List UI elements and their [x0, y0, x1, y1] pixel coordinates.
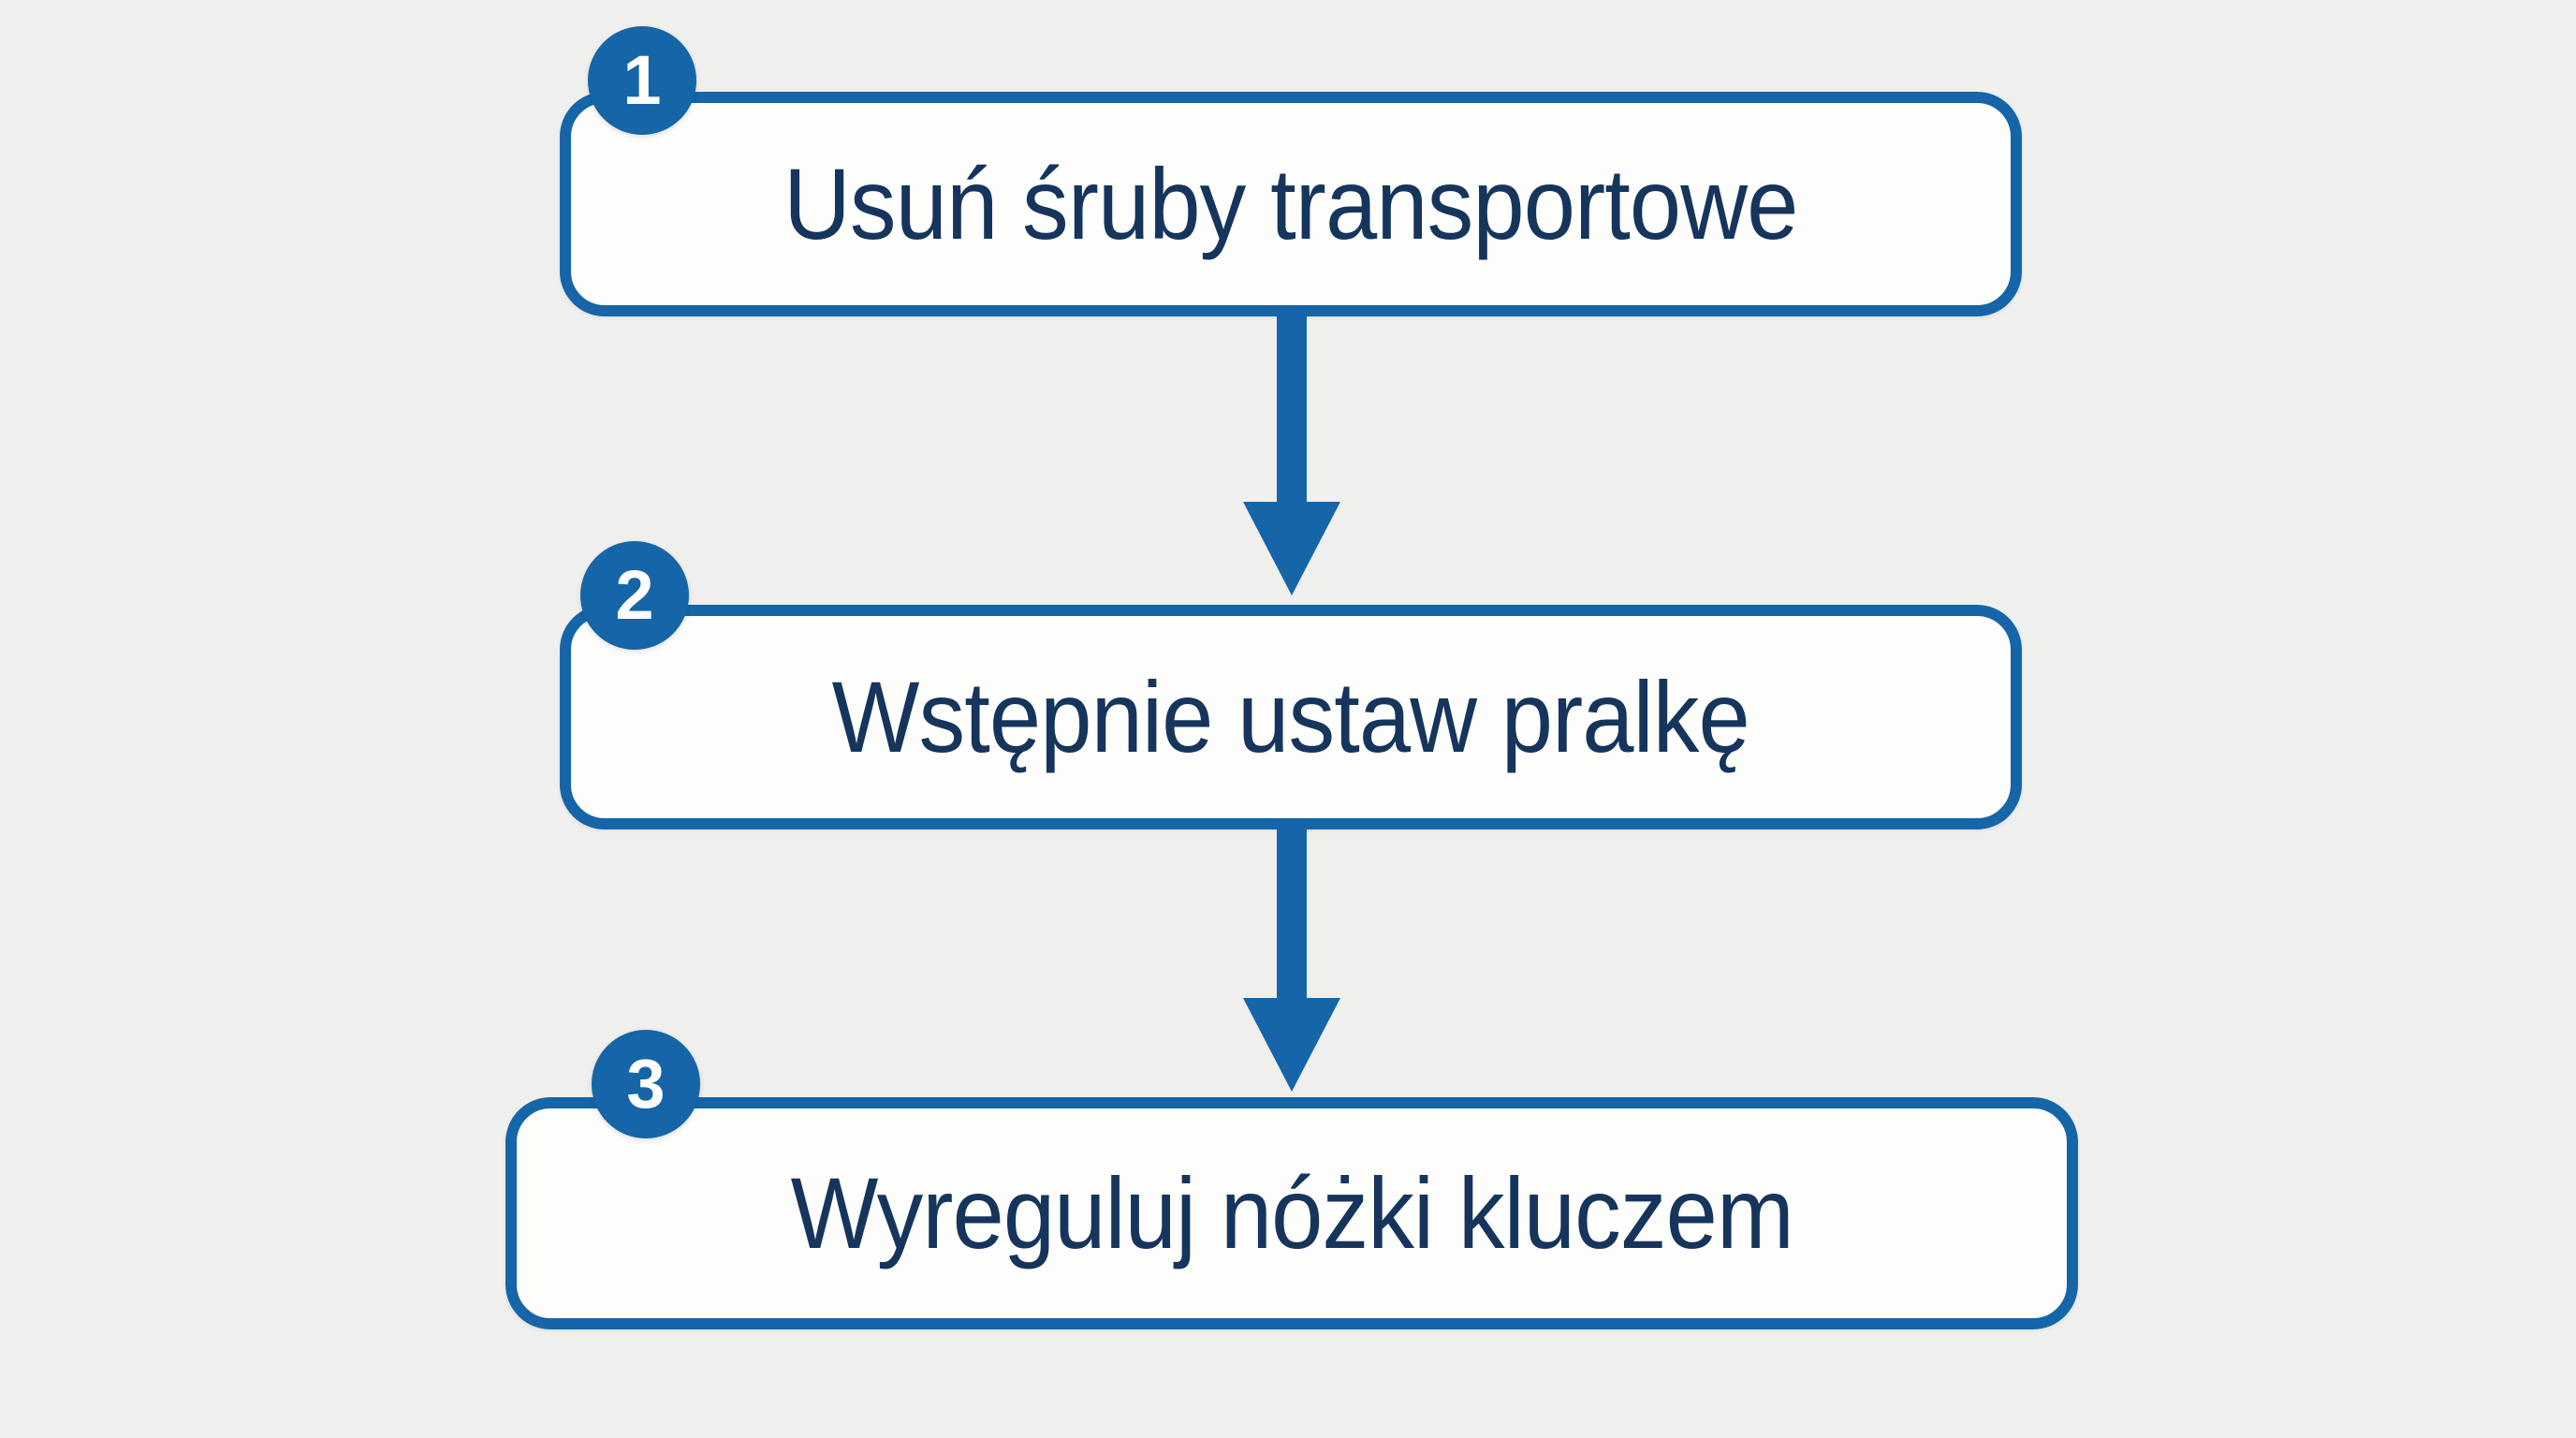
- step-badge-1: 1: [588, 26, 696, 135]
- step-number-2: 2: [615, 556, 654, 634]
- step-label-1: Usuń śruby transportowe: [783, 147, 1798, 260]
- step-box-1[interactable]: Usuń śruby transportowe: [560, 92, 2022, 316]
- step-number-3: 3: [626, 1045, 666, 1123]
- step-label-2: Wstępnie ustaw pralkę: [831, 660, 1750, 773]
- arrow-down-icon-2: [1236, 828, 1348, 1105]
- arrow-down-icon-1: [1236, 315, 1348, 610]
- step-label-3: Wyreguluj nóżki kluczem: [790, 1156, 1793, 1269]
- step-number-1: 1: [622, 41, 662, 119]
- step-badge-3: 3: [592, 1030, 700, 1138]
- step-badge-2: 2: [580, 541, 689, 650]
- arrow-down-shape-1: [1243, 315, 1340, 595]
- step-box-2[interactable]: Wstępnie ustaw pralkę: [560, 605, 2022, 829]
- arrow-down-shape-2: [1243, 828, 1340, 1092]
- step-box-3[interactable]: Wyreguluj nóżki kluczem: [505, 1097, 2078, 1329]
